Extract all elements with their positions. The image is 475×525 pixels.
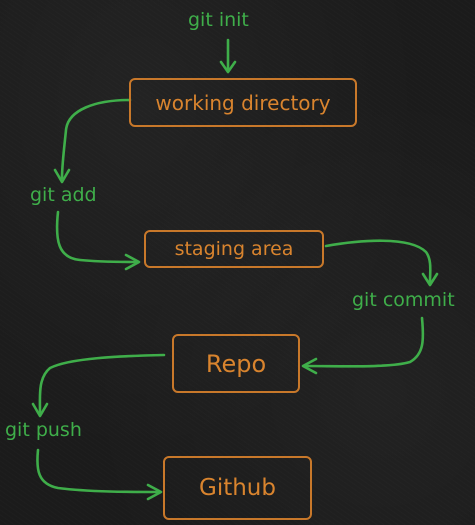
- arrow-push-out-head: [146, 483, 163, 501]
- arrow-init-head: [219, 60, 237, 74]
- arrow-push-in-head: [31, 402, 49, 418]
- node-repo: Repo: [172, 334, 300, 393]
- arrow-commit-out-head: [301, 357, 318, 375]
- arrow-add-out: [55, 210, 138, 264]
- arrow-push-out: [36, 448, 160, 494]
- node-staging-area-label: staging area: [174, 238, 294, 260]
- command-git-init: git init: [188, 9, 249, 31]
- command-git-add: git add: [30, 184, 97, 206]
- arrow-add-out-head: [124, 253, 141, 271]
- node-github-label: Github: [199, 475, 276, 501]
- arrow-push-in: [38, 353, 166, 414]
- command-git-push: git push: [5, 419, 82, 441]
- node-staging-area: staging area: [144, 230, 324, 268]
- arrow-commit-in: [324, 239, 432, 284]
- node-repo-label: Repo: [205, 349, 267, 378]
- arrow-add-in-head: [53, 168, 71, 184]
- arrow-commit-in-head: [421, 272, 439, 287]
- node-working-directory-label: working directory: [155, 90, 331, 115]
- arrow-add-in: [60, 98, 132, 180]
- node-github: Github: [163, 456, 312, 520]
- command-git-commit: git commit: [352, 289, 455, 311]
- arrow-commit-out: [304, 316, 425, 368]
- node-working-directory: working directory: [129, 78, 357, 127]
